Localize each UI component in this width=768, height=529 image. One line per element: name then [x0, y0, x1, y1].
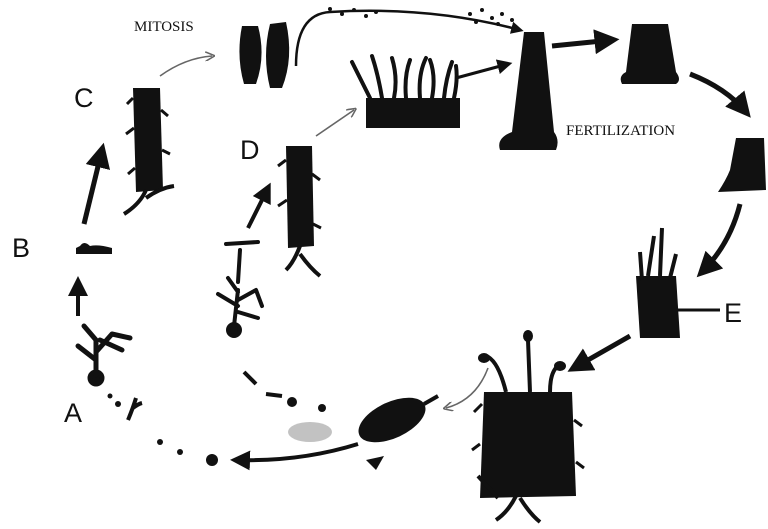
bud-b: [76, 243, 112, 254]
arrow-e-to-sporophyte: [574, 336, 630, 368]
label-e: E: [724, 298, 742, 328]
label-b: B: [12, 233, 30, 263]
arrow-fertilization-to-embryo: [552, 40, 612, 46]
archegonium: [499, 32, 557, 150]
arrow-sporophyte-to-capsule: [446, 368, 488, 408]
sperm-path-upper: [296, 11, 520, 66]
embryo-stage-1: [621, 24, 679, 84]
label-d: D: [240, 135, 260, 165]
arrow-embryo-to-embryo: [690, 74, 746, 112]
gametophore-c: [124, 88, 174, 214]
protonema-a: [78, 326, 130, 384]
inner-spore-path: [244, 372, 326, 412]
label-c: C: [74, 83, 94, 113]
spore-dots-outer: [108, 394, 219, 467]
arrow-cluster-to-archegonium: [456, 64, 508, 78]
arrow-d-to-cluster: [316, 110, 354, 136]
mitosis-structures: [239, 22, 289, 88]
label-a: A: [64, 398, 82, 428]
label-mitosis: MITOSIS: [134, 19, 194, 35]
gametophore-d: [278, 146, 321, 276]
spore-capsule: [288, 388, 438, 470]
embryo-stage-2: [718, 138, 766, 192]
young-sporophyte-e: [636, 228, 680, 338]
arrow-embryo-to-e: [702, 204, 740, 272]
sprout-small: [128, 398, 142, 420]
antheridia-cluster: [352, 56, 460, 128]
label-fertilization: FERTILIZATION: [566, 123, 675, 139]
arrow-capsule-to-spore: [236, 444, 358, 460]
mature-sporophyte: [472, 330, 584, 522]
protonema-inner: [218, 242, 262, 336]
arrow-c-to-mitosis: [160, 56, 212, 76]
arrow-to-d: [248, 188, 268, 228]
arrow-b-to-c: [84, 150, 102, 224]
